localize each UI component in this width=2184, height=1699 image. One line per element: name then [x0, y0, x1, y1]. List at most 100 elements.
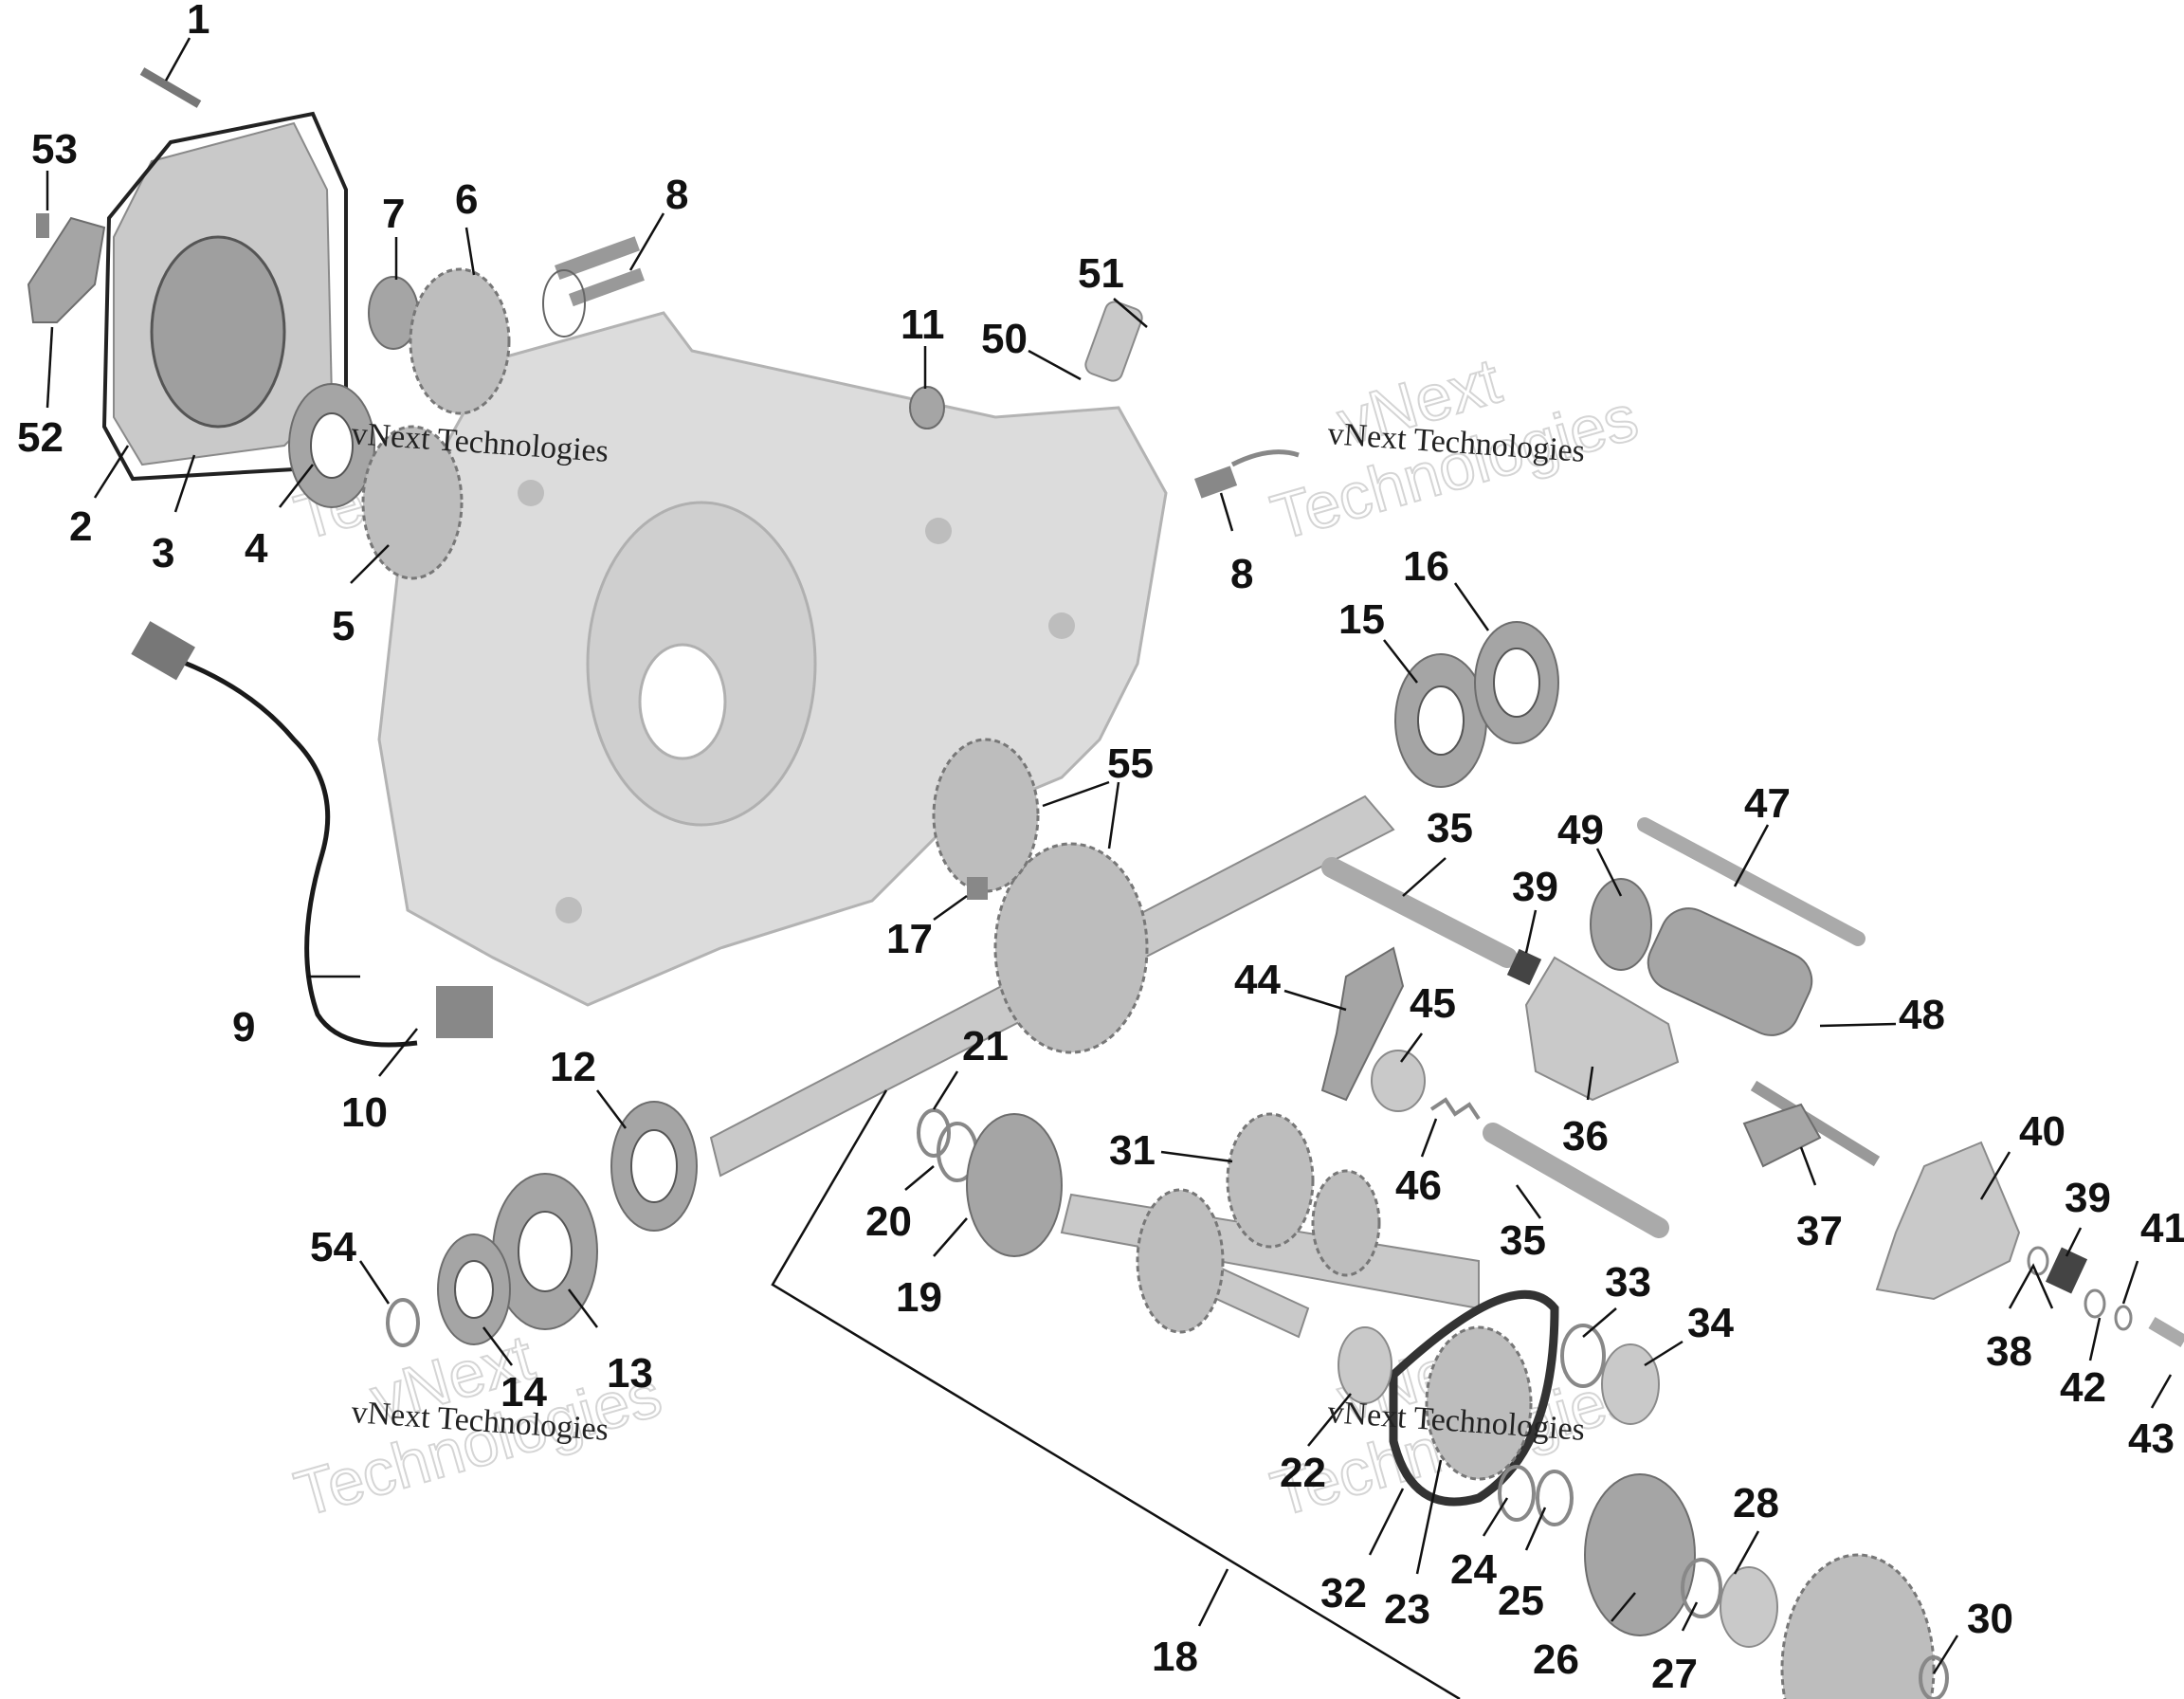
callout-3: 3	[152, 530, 174, 576]
callout-22: 22	[1280, 1450, 1326, 1496]
ring-24	[1498, 1465, 1536, 1522]
leader-lines	[46, 37, 2173, 1674]
callout-25: 25	[1498, 1578, 1544, 1624]
bracket	[27, 216, 106, 323]
gear-6	[409, 267, 511, 415]
callout-49: 49	[1557, 807, 1604, 853]
callout-23: 23	[1384, 1586, 1430, 1633]
spring-39	[2045, 1247, 2088, 1294]
shift-fork-36	[1524, 956, 1680, 1102]
callout-8-upper: 8	[665, 172, 688, 218]
callout-35-lower: 35	[1500, 1217, 1546, 1264]
callout-18: 18	[1152, 1634, 1198, 1680]
sensor-8-lower	[1194, 449, 1300, 499]
seal-12	[610, 1101, 698, 1232]
callout-45: 45	[1410, 980, 1456, 1027]
sensor-8-upper	[542, 236, 645, 338]
ring-21	[917, 1108, 951, 1158]
lever-44	[1320, 946, 1405, 1102]
callout-47: 47	[1744, 780, 1791, 827]
cam-plate-49	[1590, 878, 1652, 971]
bushing-28	[1720, 1566, 1778, 1648]
callout-42: 42	[2060, 1364, 2106, 1411]
clip-41	[2114, 1305, 2133, 1331]
callout-11: 11	[901, 301, 945, 348]
ring-42	[2084, 1288, 2106, 1319]
shaft-35-lower	[1483, 1123, 1669, 1238]
washer-27	[1681, 1558, 1722, 1618]
callout-48: 48	[1899, 992, 1945, 1038]
shift-drum-48	[1647, 907, 1813, 1036]
callout-43: 43	[2128, 1416, 2175, 1462]
callout-46: 46	[1395, 1162, 1442, 1209]
shift-lever-37	[1742, 1080, 1881, 1168]
callout-20: 20	[865, 1198, 912, 1245]
callout-16: 16	[1403, 543, 1449, 590]
dog-clutch-19	[966, 1113, 1063, 1257]
callout-53: 53	[31, 126, 78, 173]
callout-4: 4	[245, 525, 268, 572]
shift-shaft-47	[1637, 817, 1866, 946]
gear-29	[1780, 1553, 1936, 1699]
callout-38: 38	[1986, 1328, 2032, 1375]
callout-14: 14	[500, 1369, 547, 1416]
callout-44: 44	[1234, 957, 1281, 1003]
callout-32: 32	[1320, 1570, 1367, 1617]
pin-51	[1084, 301, 1143, 382]
callout-41: 41	[2140, 1205, 2184, 1251]
seal-16	[1474, 621, 1559, 744]
callout-31: 31	[1109, 1127, 1156, 1174]
callout-19: 19	[896, 1274, 942, 1321]
callout-40: 40	[2019, 1108, 2066, 1155]
seal-11	[909, 386, 945, 429]
pin-43	[2148, 1316, 2184, 1348]
bolt-53	[36, 213, 49, 238]
callout-24: 24	[1450, 1546, 1497, 1593]
bearing-15	[1394, 653, 1487, 788]
connector-9	[131, 621, 195, 681]
callout-26: 26	[1533, 1636, 1579, 1683]
circlip-54	[386, 1298, 420, 1347]
callout-34: 34	[1687, 1300, 1734, 1346]
callout-9: 9	[232, 1004, 255, 1050]
callout-5: 5	[332, 603, 355, 649]
group-bracket-18	[771, 1089, 1461, 1699]
ring-33	[1560, 1324, 1606, 1388]
callout-33: 33	[1605, 1259, 1651, 1306]
shaft-35-upper	[1321, 857, 1518, 968]
washer-30	[1919, 1655, 1949, 1699]
chain-sprocket	[1389, 1289, 1559, 1507]
callout-21: 21	[962, 1023, 1009, 1069]
callout-30: 30	[1967, 1596, 2013, 1642]
callout-51: 51	[1078, 250, 1124, 297]
callout-28: 28	[1733, 1480, 1779, 1526]
callout-36: 36	[1562, 1113, 1609, 1160]
spring-46	[1429, 1097, 1481, 1121]
bushing-22	[1338, 1326, 1392, 1404]
gear-5	[361, 425, 464, 580]
transmission-cover	[101, 111, 348, 482]
callout-8-lower: 8	[1230, 551, 1253, 597]
screw-17	[967, 877, 988, 900]
hub-26	[1584, 1473, 1696, 1636]
callout-15: 15	[1338, 596, 1385, 643]
callout-39-lower: 39	[2065, 1175, 2111, 1221]
shift-fork-40	[1875, 1141, 2021, 1301]
callout-10: 10	[341, 1089, 388, 1136]
seal-14	[437, 1233, 511, 1345]
callout-35-upper: 35	[1427, 805, 1473, 851]
sensor-harness-9	[160, 651, 418, 1048]
crankcase	[377, 311, 1168, 1007]
callout-13: 13	[607, 1350, 653, 1397]
callout-1: 1	[187, 0, 209, 43]
callout-labels: 1 53 7 6 8 52 2 3 4 5 51 11 50 8 16 15 5…	[17, 0, 2184, 1697]
callout-52: 52	[17, 414, 64, 461]
spring-39-upper	[1506, 948, 1542, 986]
callout-50: 50	[981, 316, 1028, 362]
output-shaft	[709, 738, 1395, 1178]
ring-25	[1536, 1470, 1574, 1526]
bearing-4	[288, 383, 375, 508]
sensor-10	[436, 986, 493, 1038]
callout-27: 27	[1651, 1651, 1698, 1697]
